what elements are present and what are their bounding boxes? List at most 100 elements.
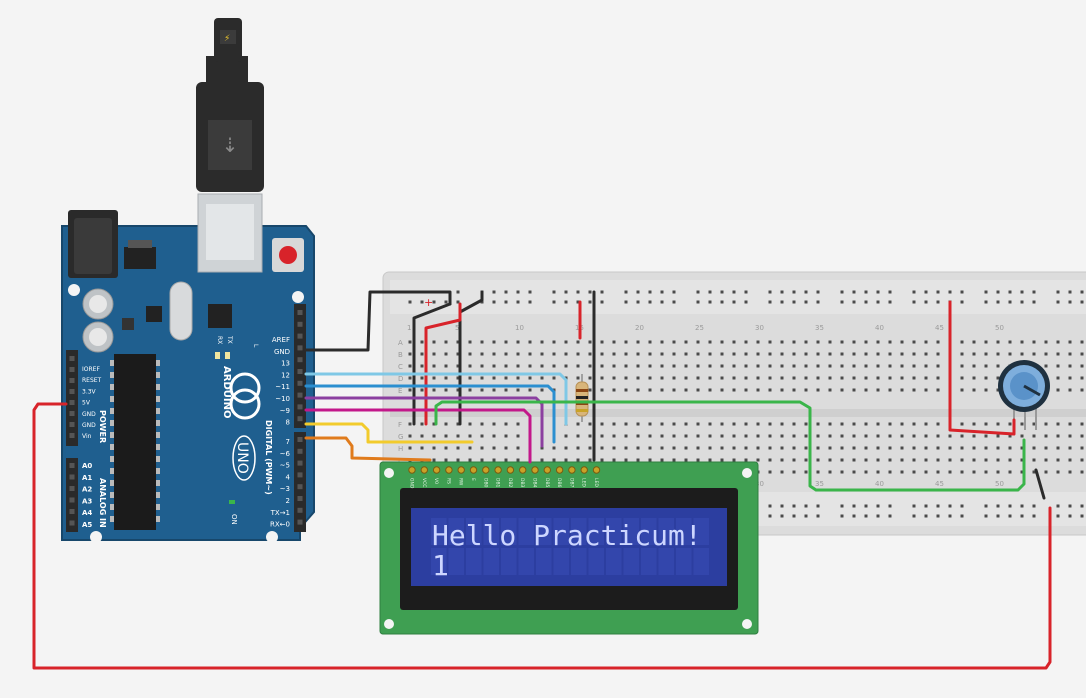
digital-pin-label: 13	[281, 360, 290, 368]
arduino-uno-board[interactable]: ARDUINO UNO ON L TX RX POWER ANALOG IN D…	[61, 193, 315, 543]
power-header	[66, 350, 78, 446]
analog-pin-label: A2	[82, 486, 92, 494]
analog-header-title: ANALOG IN	[98, 478, 107, 528]
potentiometer[interactable]	[998, 360, 1050, 430]
digital-pin-label: AREF	[272, 336, 290, 344]
breadboard-plus-label: +	[424, 296, 433, 309]
col-number-top: 1	[407, 324, 411, 332]
col-number-bottom: 40	[875, 480, 884, 488]
arduino-pin-labels: IOREFRESET3.3V5VGNDGNDVinA0A1A2A3A4A5ARE…	[82, 336, 291, 529]
digital-header-title: DIGITAL (PWM~)	[264, 420, 273, 495]
digital-pin-label: 2	[286, 497, 290, 505]
power-pin-label: 3.3V	[82, 388, 97, 395]
col-number-top: 35	[815, 324, 824, 332]
digital-pin-label: 4	[286, 473, 291, 481]
lcd-line-2: 1	[432, 549, 449, 582]
wire-contrast-green	[434, 400, 1026, 492]
lcd-pin-label: VCC	[421, 478, 427, 487]
digital-pin-label: ~6	[280, 450, 291, 458]
wire-gnd-black	[304, 290, 452, 352]
usb-icon: ⇣	[222, 133, 239, 157]
row-letter-C: C	[398, 363, 403, 371]
col-number-bottom: 50	[995, 480, 1004, 488]
wires	[32, 290, 1052, 670]
power-pin-label: 5V	[82, 400, 91, 407]
col-number-top: 45	[935, 324, 944, 332]
power-pin-label: GND	[82, 411, 96, 418]
power-pin-label: Vin	[82, 433, 92, 440]
digital-pin-label: RX←0	[270, 521, 290, 529]
row-letter-H: H	[398, 445, 403, 453]
analog-pin-label: A3	[82, 497, 92, 505]
lcd-pin-label: DB0	[482, 478, 488, 488]
arduino-brand-label: ARDUINO	[221, 366, 232, 418]
on-led-label: ON	[230, 514, 238, 525]
svg-text:⚡: ⚡	[224, 34, 230, 44]
led-label-l: L	[252, 344, 259, 348]
digital-header-top	[294, 304, 306, 428]
power-pin-label: IOREF	[82, 366, 100, 373]
wire-pot-black	[1034, 468, 1046, 500]
row-letter-D: D	[398, 375, 403, 383]
lcd-pin-label: RS	[445, 478, 451, 484]
lcd-16x2-module[interactable]: Hello Practicum! 1 GND VCC V0 RS RW E DB0 DB1 DB…	[379, 461, 759, 635]
wire-pin8-yellow	[304, 422, 474, 444]
col-number-top: 5	[455, 324, 459, 332]
row-letter-E: E	[398, 387, 402, 395]
row-letter-B: B	[398, 351, 403, 359]
digital-pin-label: 8	[286, 419, 290, 427]
col-number-top: 20	[635, 324, 644, 332]
lcd-pin-label: E	[470, 478, 476, 481]
lcd-pin-label: DB3	[519, 478, 525, 488]
lcd-pin-label: DB6	[556, 478, 562, 488]
digital-pin-label: 7	[286, 438, 290, 446]
col-number-bottom: 30	[755, 480, 764, 488]
col-number-top: 10	[515, 324, 524, 332]
power-pin-label: RESET	[82, 377, 102, 384]
col-number-top: 25	[695, 324, 704, 332]
lcd-line-1: Hello Practicum!	[432, 519, 702, 552]
lcd-pin-label: DB5	[544, 478, 550, 488]
digital-pin-label: ~9	[280, 407, 290, 415]
lcd-pin-label: GND	[409, 478, 415, 489]
digital-pin-label: ~10	[275, 395, 290, 403]
analog-pin-label: A5	[82, 521, 92, 529]
wire-pin7-orange	[304, 436, 432, 462]
row-letter-G: G	[398, 433, 403, 441]
col-number-top: 40	[875, 324, 884, 332]
usb-cable: ⚡ ⇣	[196, 18, 264, 192]
digital-pin-label: ~11	[275, 383, 290, 391]
wire-pin9-magenta	[304, 408, 532, 464]
arduino-model-label: UNO	[234, 442, 250, 474]
lcd-pin-label: LED	[593, 478, 599, 487]
lcd-pin-label: DB4	[532, 478, 538, 488]
col-number-bottom: 45	[935, 480, 944, 488]
lcd-pin-label: DB1	[495, 478, 501, 488]
wire-pin11-blue	[304, 384, 556, 444]
row-letter-A: A	[398, 339, 403, 347]
digital-header-bottom	[294, 432, 306, 532]
power-pin-label: GND	[82, 422, 96, 429]
digital-pin-label: TX→1	[270, 509, 290, 517]
col-number-bottom: 35	[815, 480, 824, 488]
wire-bb-black-1	[458, 290, 484, 426]
col-number-top: 50	[995, 324, 1004, 332]
digital-pin-label: ~3	[280, 485, 290, 493]
row-letter-I: I	[398, 457, 400, 465]
atmega-chip	[114, 354, 156, 530]
lcd-pin-label: DB7	[568, 478, 574, 488]
lcd-pin-row: GND VCC V0 RS RW E DB0 DB1 DB2 DB3 DB4 DB5 DB6 DB7 LED…	[408, 466, 601, 489]
digital-pin-label: 12	[281, 371, 290, 379]
led-label-tx: TX	[226, 335, 233, 344]
analog-header	[66, 458, 78, 532]
lcd-pin-label: DB2	[507, 478, 513, 488]
lcd-pin-label: LED	[581, 478, 587, 487]
lcd-pin-label: RW	[458, 478, 464, 486]
analog-pin-label: A0	[82, 462, 92, 470]
digital-pin-label: GND	[274, 348, 290, 356]
power-header-title: POWER	[98, 410, 107, 443]
wire-bb-black-2	[412, 302, 452, 426]
analog-pin-label: A1	[82, 474, 92, 482]
lcd-pin-label: V0	[433, 478, 439, 484]
